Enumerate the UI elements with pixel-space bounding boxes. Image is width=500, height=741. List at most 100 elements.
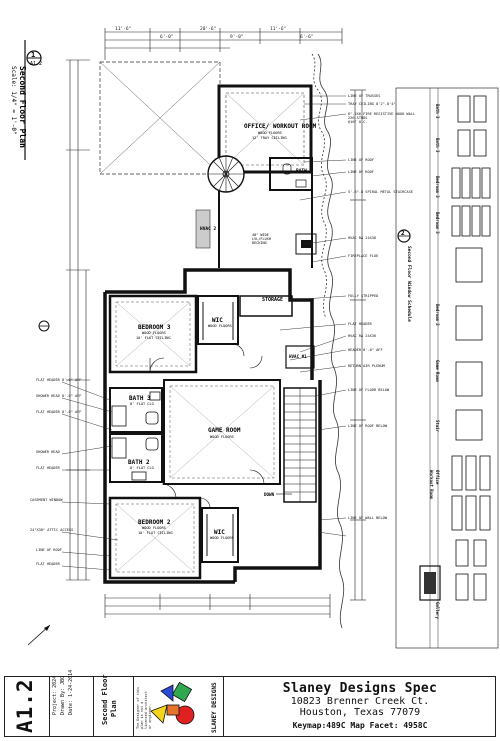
svg-text:20'-6": 20'-6": [200, 26, 216, 32]
plan-label-cell: Second Floor Plan: [93, 674, 134, 736]
office-bath-label: BATH: [296, 168, 307, 174]
svg-text:5'-6"-8 SPIRAL METAL STAIRCASE: 5'-6"-8 SPIRAL METAL STAIRCASE: [348, 190, 413, 194]
note-leaders-left: [61, 381, 119, 571]
svg-text:Bath 3: Bath 3: [435, 104, 440, 119]
wic-bottom: WIC WOOD FLOORS: [201, 507, 239, 563]
svg-text:Gallery: Gallery: [435, 602, 440, 619]
spiral-staircase: [207, 155, 245, 193]
bath2-label: BATH 2: [128, 459, 150, 466]
svg-text:8' FLAT CLG: 8' FLAT CLG: [130, 466, 154, 470]
svg-text:WOOD FLOORS: WOOD FLOORS: [142, 526, 166, 530]
office-label: OFFICE/ WORKOUT ROOM: [244, 123, 317, 130]
title-block: A1.2 Project: 2024 Drawn By: JBG Date: 1…: [4, 670, 496, 737]
plan-tag-number: 1: [31, 51, 35, 59]
svg-text:10' FLAT CEILING: 10' FLAT CEILING: [136, 336, 171, 340]
hvac1: HVAC #1: [285, 345, 315, 369]
svg-text:WOOD FLOORS: WOOD FLOORS: [210, 536, 234, 540]
svg-text:HVAC RA 24X36: HVAC RA 24X36: [348, 236, 376, 240]
svg-text:LINE OF ROOF BELOW: LINE OF ROOF BELOW: [348, 424, 388, 428]
svg-text:SHOWER HEAD 8'-0" AFF: SHOWER HEAD 8'-0" AFF: [36, 394, 81, 398]
project-title: Slaney Designs Spec: [282, 681, 438, 696]
project-info-cell: Project: 2024 Drawn By: JBG Date: 1-24-2…: [49, 670, 94, 736]
svg-text:Bedroom 3: Bedroom 3: [435, 212, 440, 234]
detail-title: Second Floor Window Schedule: [406, 246, 412, 322]
bedroom-2: BEDROOM 2 WOOD FLOORS 10' FLAT CEILING: [108, 496, 202, 580]
schedule-windows: [419, 95, 491, 601]
svg-text:FLAT HEADER: FLAT HEADER: [36, 562, 61, 566]
game-room-label: GAME ROOM: [208, 427, 241, 434]
section-tag-left: [38, 320, 50, 332]
window-schedule: [395, 87, 499, 649]
svg-text:DECKING: DECKING: [252, 241, 267, 245]
svg-text:A1.2: A1.2: [30, 61, 42, 67]
detail-tag: 2: [397, 229, 411, 243]
svg-text:9'-0": 9'-0": [230, 34, 244, 40]
bath-3: BATH 3 8' FLAT CLG: [109, 387, 163, 433]
plan-tag: 1 A1.2: [26, 50, 42, 67]
bedroom2-label: BEDROOM 2: [138, 519, 171, 526]
notes-left: FLAT HEADER 8'-0" AFF SHOWER HEAD 8'-0" …: [30, 378, 81, 566]
bedroom-3: BEDROOM 3 WOOD FLOORS 10' FLAT CEILING: [108, 294, 198, 374]
svg-text:HVAC RA 24X36: HVAC RA 24X36: [348, 334, 376, 338]
svg-text:Bedroom 2: Bedroom 2: [435, 304, 440, 326]
hvac2-label: HVAC 2: [200, 226, 217, 232]
plan-scale: Scale: 1/4" = 1'-0": [10, 66, 17, 135]
floor-plan-drawing: 1 A1.2 Second Floor Plan Scale: 1/4" = 1…: [10, 26, 499, 649]
note-leaders-right: [279, 95, 347, 537]
svg-text:FULLY STRIPPED: FULLY STRIPPED: [348, 294, 378, 298]
svg-text:LINE OF ROOF: LINE OF ROOF: [348, 158, 374, 162]
svg-text:6"-2X6 FIRE RESISTIVE WOOD WAL: 6"-2X6 FIRE RESISTIVE WOOD WALL: [348, 112, 415, 116]
svg-text:SHOWER HEAD: SHOWER HEAD: [36, 450, 60, 454]
svg-text:24"X30" ATTIC ACCESS: 24"X30" ATTIC ACCESS: [30, 528, 73, 532]
svg-text:LINE OF FLOOR BELOW: LINE OF FLOOR BELOW: [348, 388, 390, 392]
project-keymap: Keymap:489C Map Facet: 4958C: [292, 721, 428, 730]
svg-text:LVL/FLUSH: LVL/FLUSH: [252, 237, 271, 241]
notes-right: LINE OF TRUSSES TRAY CEILING 8'2"-8'4" 6…: [348, 94, 415, 520]
svg-text:LINE OF TRUSSES: LINE OF TRUSSES: [348, 94, 380, 98]
svg-text:WOOD FLOORS: WOOD FLOORS: [208, 324, 232, 328]
office-sub: WOOD FLOORS: [258, 131, 282, 135]
sheet-number-cell: A1.2: [5, 677, 50, 736]
wic-top: WIC WOOD FLOORS: [197, 295, 239, 345]
hvac2-unit: [195, 209, 211, 249]
svg-text:FIREPLACE FLUE: FIREPLACE FLUE: [348, 254, 378, 258]
company-logo: [150, 681, 195, 725]
svg-text:FLAT HEADER 8'-0" AFF: FLAT HEADER 8'-0" AFF: [36, 378, 81, 382]
svg-text:48" WIDE: 48" WIDE: [252, 233, 269, 237]
svg-text:LINE OF ROOF: LINE OF ROOF: [348, 170, 374, 174]
svg-text:RETURN AIR PLENUM: RETURN AIR PLENUM: [348, 364, 386, 368]
exterior-walls: [103, 268, 322, 584]
svg-text:CASEMENT WINDOW: CASEMENT WINDOW: [30, 498, 63, 502]
company-small: SLANEY DESIGNS: [211, 682, 218, 733]
bedroom3-label: BEDROOM 3: [138, 324, 171, 331]
svg-text:HVAC #1: HVAC #1: [289, 354, 307, 359]
svg-text:LINE OF ROOF: LINE OF ROOF: [36, 548, 62, 552]
svg-text:11'-6": 11'-6": [115, 26, 131, 32]
svg-text:TRAY CEILING 8'2"-8'4": TRAY CEILING 8'2"-8'4": [348, 102, 396, 106]
svg-text:Game Room: Game Room: [435, 360, 440, 382]
svg-text:FLAT HEADER 8'-0" AFF: FLAT HEADER 8'-0" AFF: [36, 410, 81, 414]
project-address: 10823 Brenner Creek Ct.: [290, 696, 430, 707]
svg-text:LINE OF WALL BELOW: LINE OF WALL BELOW: [348, 516, 388, 520]
wic-bottom-label: WIC: [214, 529, 225, 536]
svg-text:10' FLAT CEILING: 10' FLAT CEILING: [138, 531, 173, 535]
svg-text:Workout Room: Workout Room: [429, 470, 434, 499]
svg-text:8' FLAT CLG: 8' FLAT CLG: [130, 402, 154, 406]
logo-cell: The Designer of this plan is not a licen…: [133, 677, 224, 736]
svg-text:@16" O.C.: @16" O.C.: [348, 120, 367, 124]
project-city: Houston, Texas 77079: [299, 707, 421, 718]
svg-text:11'-6": 11'-6": [270, 26, 286, 32]
svg-text:FLAT HEADER: FLAT HEADER: [36, 466, 61, 470]
sheet-number: A1.2: [13, 678, 37, 733]
wic-top-label: WIC: [212, 317, 223, 324]
dimension-lines-bottom: [104, 594, 331, 618]
north-arrow: [27, 624, 51, 646]
svg-text:Bath 3: Bath 3: [435, 138, 440, 153]
svg-text:2X6 STUDS: 2X6 STUDS: [348, 116, 367, 120]
svg-text:Stair: Stair: [435, 420, 440, 433]
stair-down-label: DOWN: [264, 492, 275, 497]
storage-label: STORAGE: [262, 297, 283, 303]
bath3-label: BATH 3: [129, 395, 151, 402]
dimension-lines-right: [350, 89, 366, 601]
game-room: GAME ROOM WOOD FLOORS: [163, 379, 281, 485]
